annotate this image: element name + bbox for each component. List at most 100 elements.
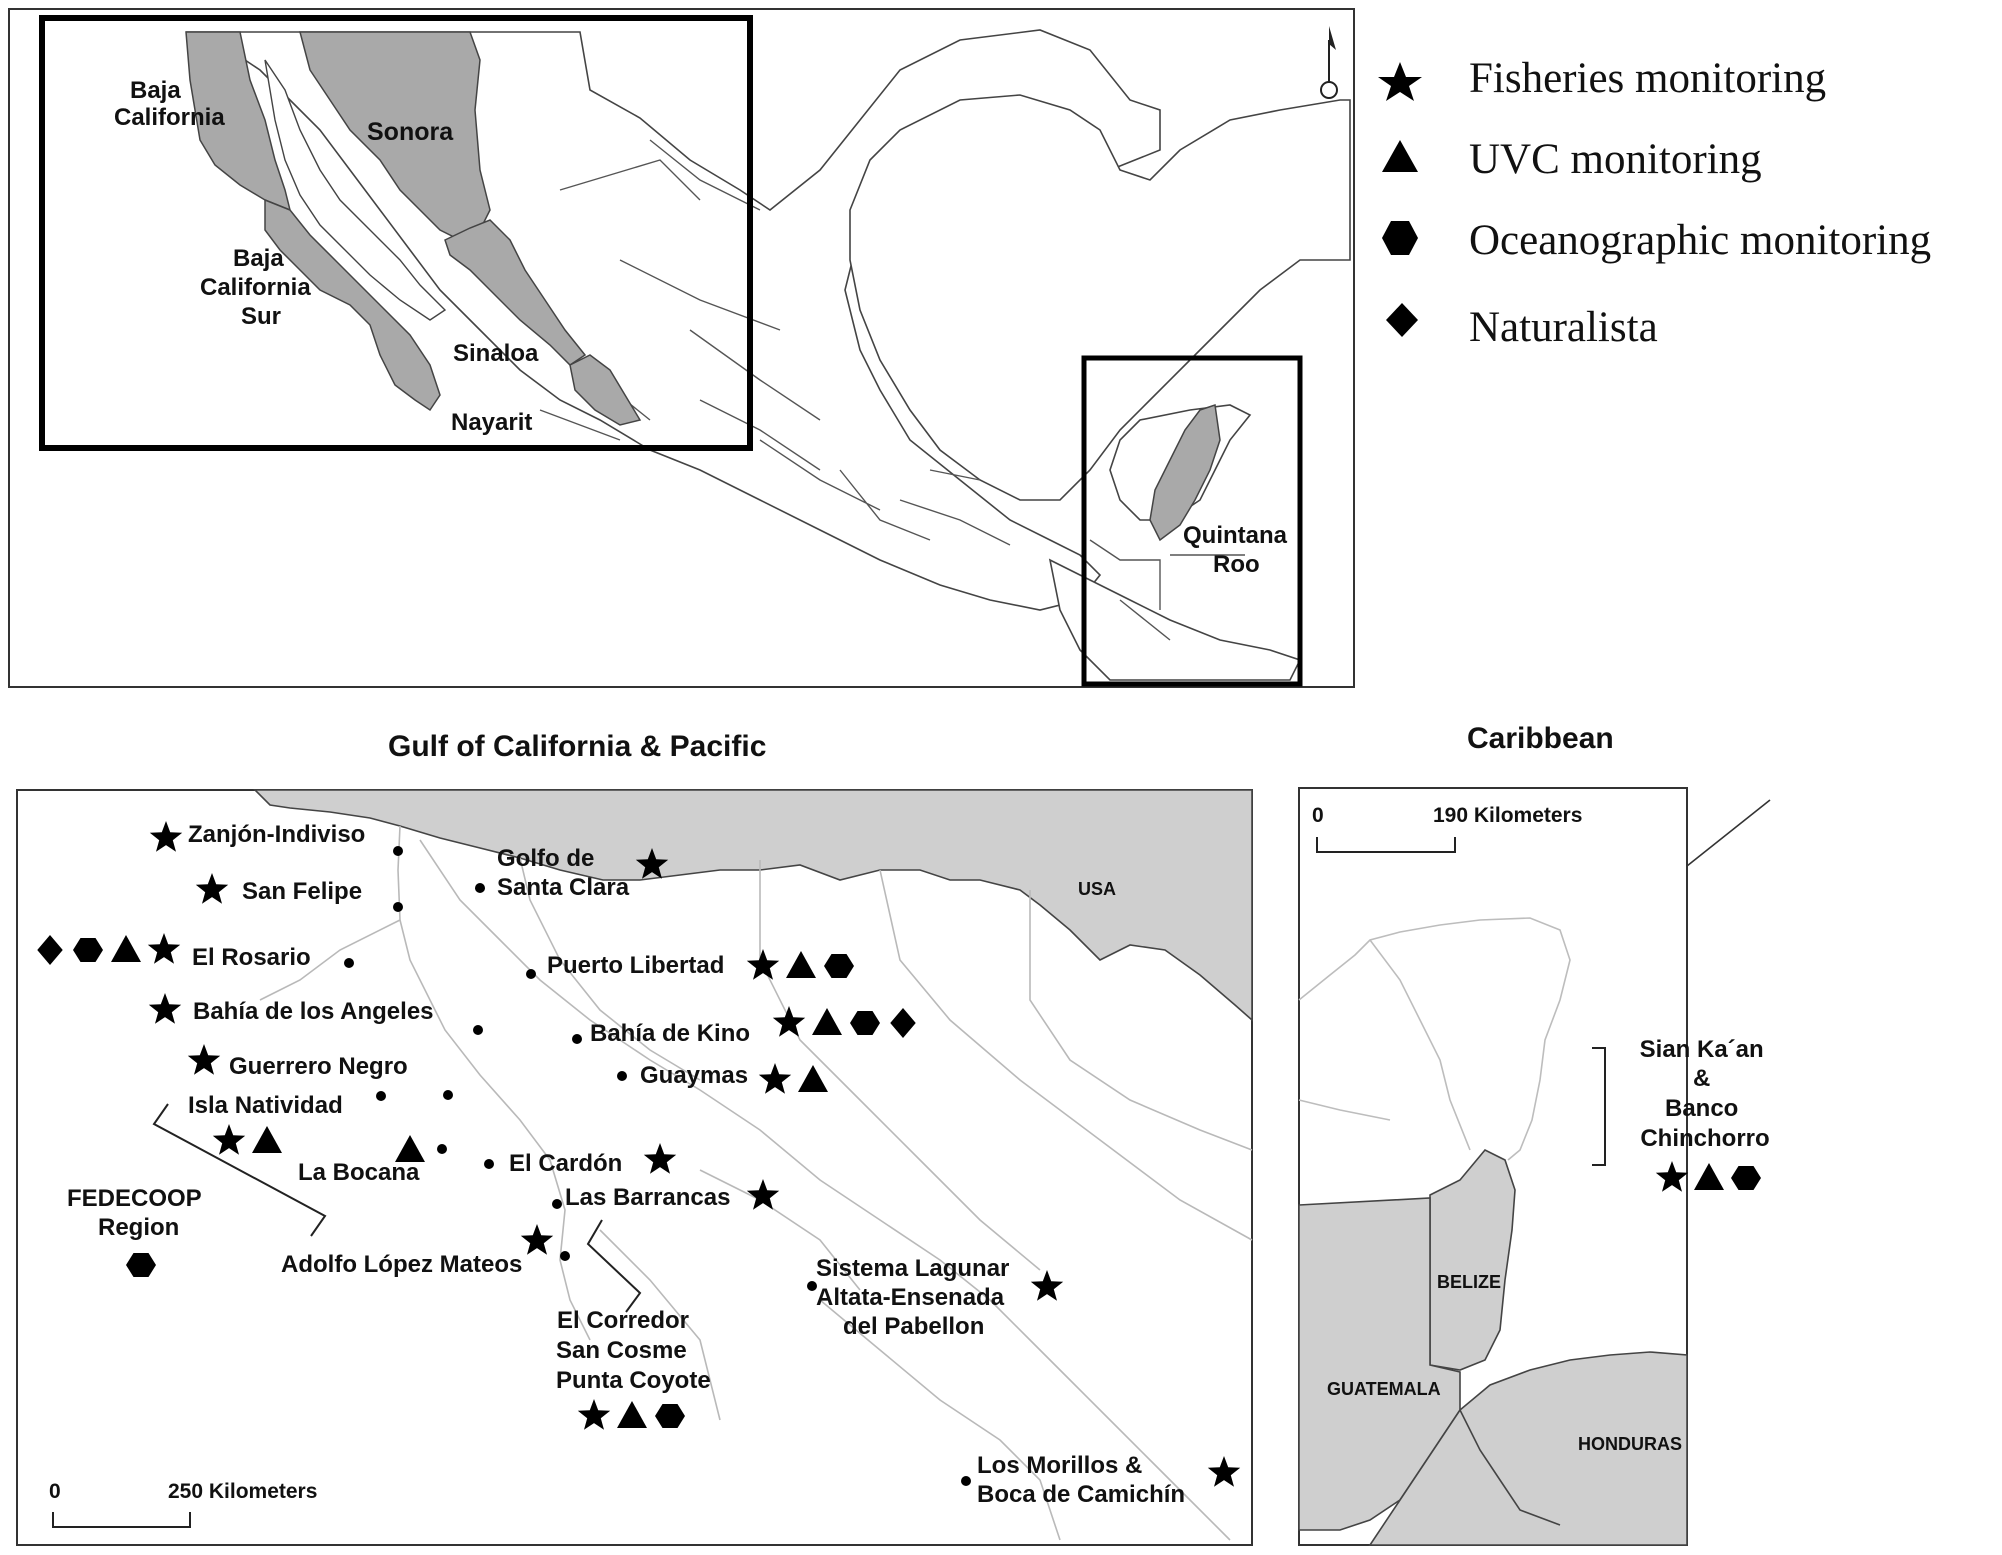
hexagon-icon (1382, 221, 1418, 255)
hexagon-icon (824, 954, 854, 978)
honduras-region (1368, 1351, 1688, 1546)
label-baja-california: Baja California (114, 77, 225, 131)
yucatan-outline (1298, 917, 1571, 1161)
site-dot (437, 1144, 447, 1154)
site-label-guerrero-negro: Guerrero Negro (229, 1053, 408, 1080)
country-label-belize: BELIZE (1437, 1272, 1501, 1292)
star-icon (746, 949, 780, 980)
label-nayarit: Nayarit (451, 409, 532, 436)
country-border (1459, 1409, 1561, 1526)
hexagon-icon (73, 938, 103, 962)
corredor-bracket (586, 1219, 642, 1313)
site-label-el-corredor: El Corredor San Cosme Punta Coyote (556, 1307, 711, 1394)
legend-label-uvc: UVC monitoring (1469, 136, 1762, 183)
gulf-panel-title: Gulf of California & Pacific (388, 730, 766, 763)
site-dot (560, 1251, 570, 1261)
triangle-icon (798, 1065, 828, 1092)
gulf-scale-label: 250 Kilometers (168, 1480, 317, 1503)
legend-item-oceanographic: Oceanographic monitoring (1382, 217, 1931, 264)
mexico-outline (185, 29, 1161, 611)
star-icon (195, 873, 229, 904)
site-dot (572, 1034, 582, 1044)
legend-label-fisheries: Fisheries monitoring (1469, 55, 1826, 102)
hexagon-icon (655, 1404, 685, 1428)
triangle-icon (252, 1126, 282, 1153)
triangle-icon (395, 1135, 425, 1162)
star-icon (1655, 1161, 1689, 1192)
site-dot (393, 902, 403, 912)
site-label-puerto-libertad: Puerto Libertad (547, 952, 724, 979)
gulf-panel: USA Zanjón-Indiviso San Felipe Golfo de … (16, 789, 1253, 1546)
central-america (1048, 558, 1302, 681)
country-label-guatemala: GUATEMALA (1327, 1379, 1441, 1399)
diamond-icon (1386, 303, 1418, 337)
star-icon (187, 1044, 221, 1075)
gulf-scale-bar: 0 250 Kilometers (49, 1480, 317, 1528)
caribbean-site-markers (1655, 1161, 1761, 1192)
site-dot (617, 1071, 627, 1081)
star-icon (520, 1224, 554, 1255)
star-icon (1030, 1270, 1064, 1301)
site-label-isla-natividad: Isla Natividad (188, 1092, 343, 1119)
top-edge-line (1686, 799, 1771, 867)
label-baja-california-sur: Baja California Sur (200, 245, 317, 330)
legend-item-uvc: UVC monitoring (1382, 136, 1762, 183)
site-dots (344, 846, 971, 1486)
caribbean-panel: BELIZE GUATEMALA HONDURAS Sian Ka´an & B… (1298, 787, 1771, 1546)
star-icon (643, 1143, 677, 1174)
site-label-sistema-lagunar: Sistema Lagunar Altata-Ensenada del Pabe… (816, 1255, 1016, 1340)
site-label-el-rosario: El Rosario (192, 944, 311, 971)
star-icon (1207, 1456, 1241, 1487)
fedecoop-bracket (152, 1103, 327, 1237)
star-icon (746, 1179, 780, 1210)
triangle-icon (1694, 1163, 1724, 1190)
site-label-el-cardon: El Cardón (509, 1150, 622, 1177)
star-icon (758, 1063, 792, 1094)
triangle-icon (812, 1008, 842, 1035)
star-icon (148, 993, 182, 1024)
usa-region (253, 789, 1253, 1022)
label-sonora: Sonora (367, 118, 454, 146)
site-dot (552, 1199, 562, 1209)
country-label-honduras: HONDURAS (1578, 1434, 1682, 1454)
site-label-golfo-santa-clara: Golfo de Santa Clara (497, 845, 630, 901)
star-icon (212, 1124, 246, 1155)
legend-item-naturalista: Naturalista (1386, 303, 1658, 351)
hexagon-icon (850, 1011, 880, 1035)
site-dot (961, 1476, 971, 1486)
caribbean-scale-label: 190 Kilometers (1433, 804, 1582, 827)
site-label-san-felipe: San Felipe (242, 878, 362, 905)
triangle-icon (1382, 140, 1418, 172)
site-label-la-bocana: La Bocana (298, 1159, 420, 1186)
gulf-of-mexico (849, 94, 1351, 501)
site-dot (473, 1025, 483, 1035)
site-dot (484, 1159, 494, 1169)
star-icon (1378, 62, 1422, 101)
caribbean-panel-title: Caribbean (1467, 722, 1614, 755)
sonora (299, 31, 491, 241)
site-label-adolfo-lopez-mateos: Adolfo López Mateos (281, 1251, 522, 1278)
star-icon (772, 1006, 806, 1037)
gulf-of-california (264, 59, 447, 321)
site-dot (807, 1281, 817, 1291)
baja-california-sur (264, 198, 441, 412)
hexagon-icon (1731, 1166, 1761, 1190)
site-dot (475, 883, 485, 893)
site-dot (376, 1091, 386, 1101)
site-label-guaymas: Guaymas (640, 1062, 748, 1089)
star-icon (635, 848, 669, 879)
caribbean-scale-bar: 0 190 Kilometers (1312, 804, 1582, 853)
star-icon (147, 933, 181, 964)
belize-region (1429, 1149, 1516, 1371)
triangle-icon (786, 951, 816, 978)
star-icon (149, 821, 183, 852)
country-label-usa: USA (1078, 879, 1116, 899)
quintana-roo (1149, 404, 1221, 542)
legend-item-fisheries: Fisheries monitoring (1378, 55, 1826, 102)
gulf-coastlines (259, 825, 1253, 1541)
legend-label-naturalista: Naturalista (1469, 304, 1658, 351)
label-sinaloa: Sinaloa (453, 340, 539, 367)
north-arrow-icon (1320, 26, 1338, 99)
site-label-los-morillos: Los Morillos & Boca de Camichín (977, 1452, 1185, 1508)
gulf-inset-box (39, 15, 753, 451)
